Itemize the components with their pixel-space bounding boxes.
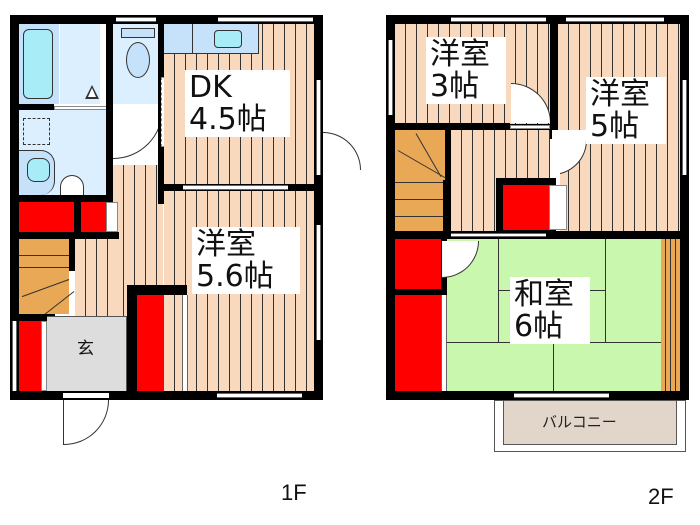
stairs <box>19 239 69 314</box>
toilet-tank-icon <box>121 28 155 38</box>
wall <box>106 24 113 204</box>
front-door-swing <box>63 400 109 445</box>
window <box>217 393 302 398</box>
stair-step <box>395 216 445 217</box>
tatami-line <box>605 239 606 342</box>
closet-door <box>41 321 47 391</box>
room-name: 洋室 <box>196 227 256 262</box>
kitchen-counter <box>164 24 259 54</box>
shoe-storage <box>19 321 41 391</box>
window <box>218 17 313 22</box>
stair-step <box>395 199 445 200</box>
oshiire-closet <box>395 239 441 289</box>
room-label-western-3: 洋室 3帖 <box>426 37 506 104</box>
room-size: 5帖 <box>590 108 640 144</box>
counter-divider <box>192 24 193 54</box>
stair-step <box>395 182 445 183</box>
sliding-door <box>441 295 447 391</box>
wall <box>395 289 445 295</box>
wall <box>127 285 187 295</box>
wall <box>19 314 55 321</box>
balcony: バルコニー <box>494 400 686 452</box>
window <box>316 225 321 340</box>
room-label-japanese-6: 和室 6帖 <box>510 277 590 344</box>
window <box>316 80 321 175</box>
tatami-line <box>553 342 554 391</box>
closet-door <box>549 185 567 230</box>
kitchen-sink-icon <box>214 30 242 48</box>
window <box>388 40 393 115</box>
drain-icon <box>23 118 50 145</box>
oshiire-closet <box>395 295 441 391</box>
room-label-dk: DK 4.5帖 <box>185 70 290 137</box>
sink-icon <box>27 158 50 182</box>
wall <box>19 104 54 110</box>
window <box>682 80 687 175</box>
wall <box>19 232 119 239</box>
storage-closet <box>81 202 106 232</box>
entrance-genkan: 玄 <box>47 316 127 391</box>
room-name: 洋室 <box>430 37 490 72</box>
storage-closet <box>503 185 549 230</box>
window <box>566 17 664 22</box>
window <box>514 393 609 398</box>
floor-label-1f: 1F <box>281 480 307 505</box>
hallway <box>75 239 113 330</box>
tokonoma <box>661 239 680 391</box>
floor-plan-2f: 洋室 3帖 洋室 5帖 和室 6帖 <box>386 15 689 400</box>
room-size: 4.5帖 <box>189 101 267 137</box>
wall <box>550 24 558 139</box>
wall <box>19 195 114 202</box>
balcony-floor: バルコニー <box>503 401 677 445</box>
room-name: 和室 <box>514 277 574 312</box>
toilet-bowl-icon <box>126 42 150 78</box>
room-label-western-5-6: 洋室 5.6帖 <box>192 227 300 294</box>
wall <box>69 239 75 271</box>
room-size: 5.6帖 <box>196 258 274 294</box>
room-size: 6帖 <box>514 308 564 344</box>
stair-step <box>19 255 69 256</box>
sliding-door <box>451 233 546 237</box>
window <box>116 17 156 22</box>
front-door <box>63 393 109 398</box>
doorway <box>510 125 550 129</box>
room-label-balcony: バルコニー <box>542 413 617 431</box>
bathtub-icon <box>23 29 53 99</box>
sliding-door <box>182 295 188 391</box>
storage-closet <box>19 202 74 232</box>
window <box>12 321 17 391</box>
exterior-door-swing <box>323 132 361 170</box>
floor-label-2f: 2F <box>648 484 674 509</box>
room-name: 洋室 <box>590 77 650 112</box>
room-label-western-5: 洋室 5帖 <box>586 77 666 144</box>
wall <box>395 123 510 130</box>
window <box>451 17 546 22</box>
room-size: 3帖 <box>430 68 480 104</box>
stair-step <box>19 267 69 268</box>
wall <box>443 180 451 245</box>
room-name: DK <box>189 70 232 105</box>
floor-plan-1f: 玄 DK 4.5帖 洋室 5.6帖 <box>10 15 361 445</box>
room-label-entrance: 玄 <box>77 339 94 359</box>
closet-door <box>106 202 118 232</box>
sliding-door <box>183 185 288 190</box>
wall <box>74 202 81 232</box>
